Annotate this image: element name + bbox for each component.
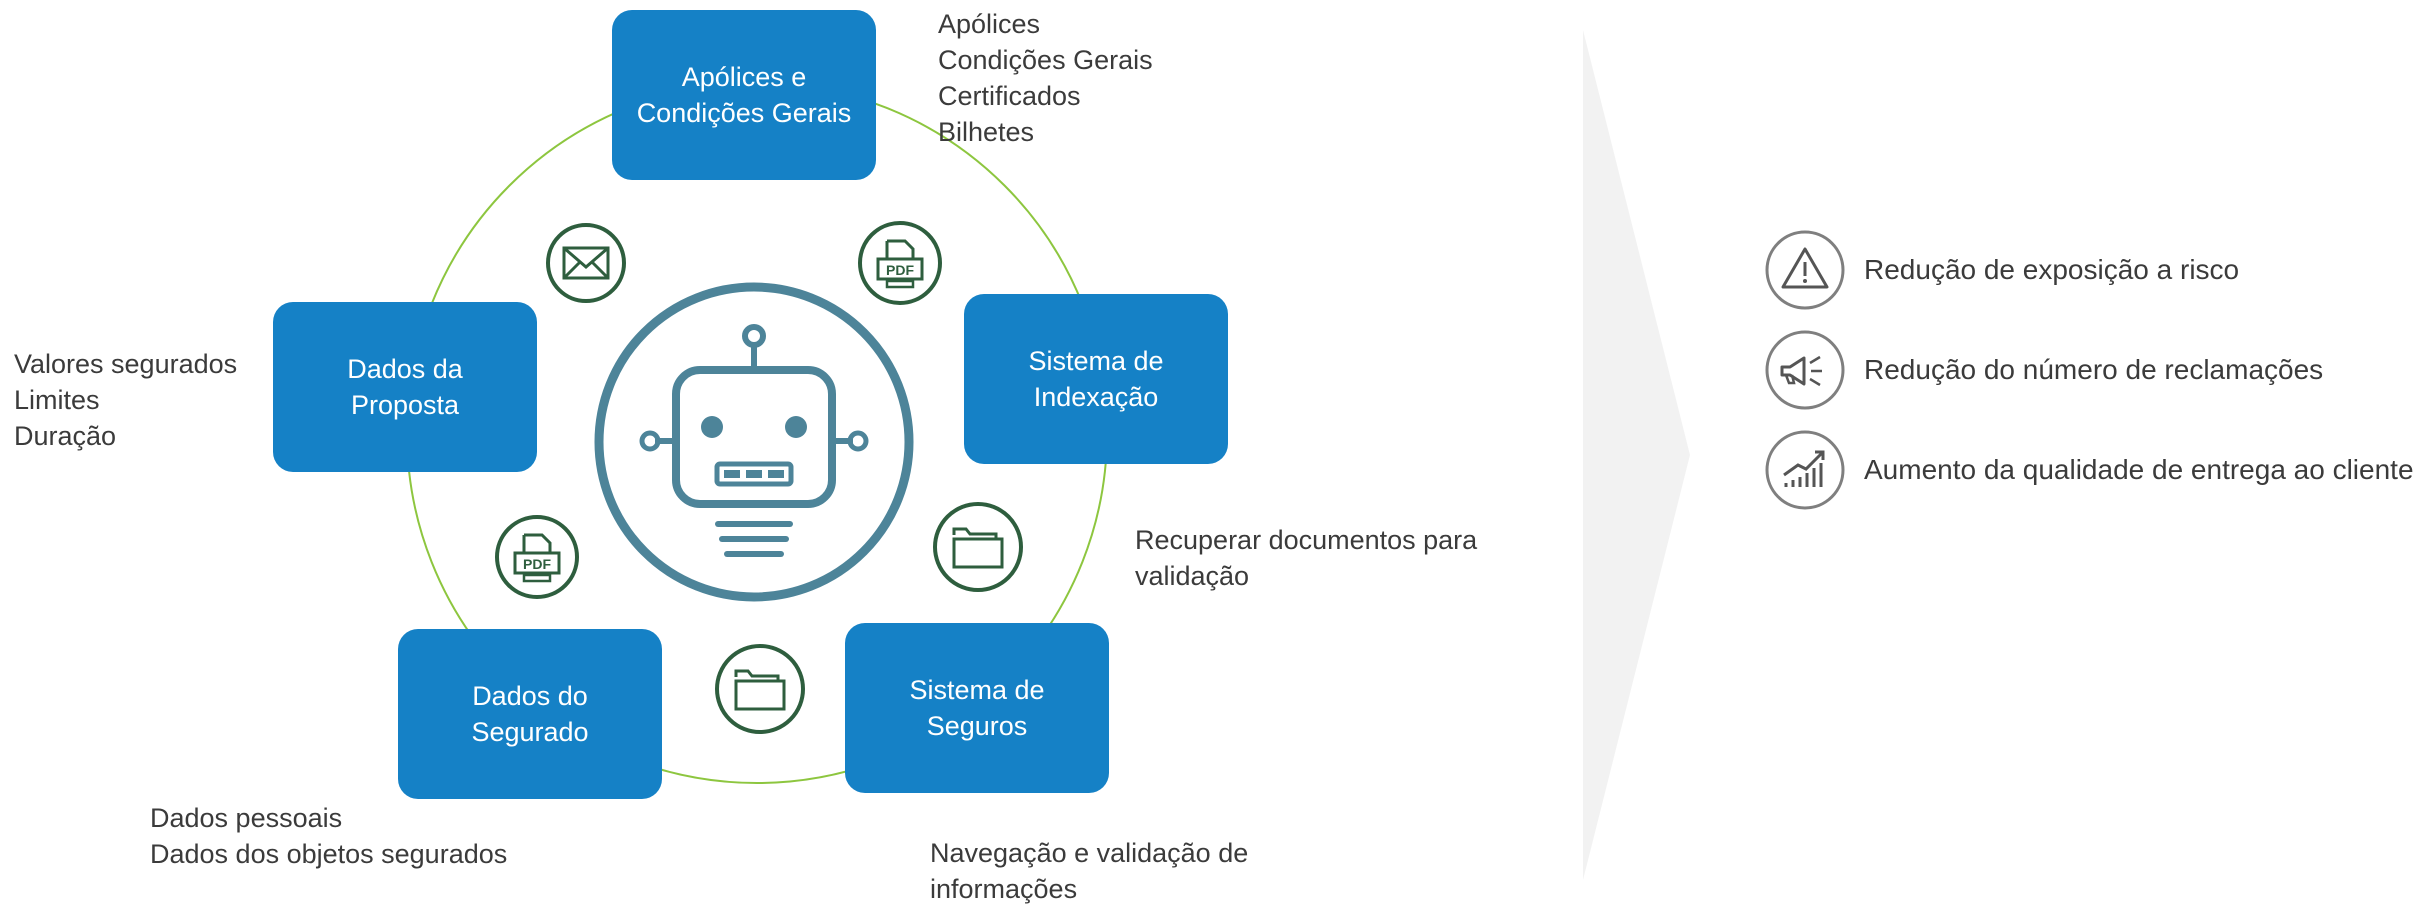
growth-chart-icon [1765, 430, 1845, 510]
annotation-line: validação [1135, 561, 1250, 591]
annotation-apolices: Apólices Condições Gerais Certificados B… [938, 6, 1153, 150]
annotation-proposta: Valores segurados Limites Duração [14, 346, 237, 454]
folder-icon [715, 644, 805, 734]
svg-text:PDF: PDF [523, 556, 551, 572]
annotation-line: Duração [14, 421, 117, 451]
mail-icon [546, 223, 626, 303]
node-indexacao: Sistema de Indexação [964, 294, 1228, 464]
node-segurado: Dados do Segurado [398, 629, 662, 799]
svg-text:PDF: PDF [886, 262, 914, 278]
annotation-segurado: Dados pessoais Dados dos objetos segurad… [150, 800, 507, 872]
annotation-line: Condições Gerais [938, 45, 1153, 75]
node-indexacao-label: Sistema de Indexação [1028, 346, 1164, 412]
arrow-chevron [1583, 30, 1690, 880]
benefit-item: Redução de exposição a risco [1764, 229, 2404, 313]
benefit-text: Redução do número de reclamações [1864, 354, 2324, 385]
annotation-line: Bilhetes [938, 117, 1035, 147]
benefit-item: Redução do número de reclamações [1764, 329, 2404, 413]
node-segurado-label: Dados do Segurado [471, 681, 589, 747]
node-apolices-label: Apólices e Condições Gerais [636, 62, 852, 128]
benefit-item: Aumento da qualidade de entrega ao clien… [1764, 429, 2414, 513]
annotation-line: Navegação e validação de [930, 838, 1249, 868]
pdf-icon: PDF [858, 221, 942, 305]
annotation-line: Apólices [938, 9, 1041, 39]
annotation-indexacao: Recuperar documentos para validação [1135, 522, 1477, 594]
annotation-line: Dados dos objetos segurados [150, 839, 508, 869]
node-seguros-label: Sistema de Seguros [909, 675, 1045, 741]
annotation-line: Recuperar documentos para [1135, 525, 1478, 555]
megaphone-icon [1765, 330, 1845, 410]
benefit-text: Aumento da qualidade de entrega ao clien… [1864, 454, 2414, 485]
annotation-line: Valores segurados [14, 349, 238, 379]
robot-icon [594, 282, 914, 602]
benefit-text: Redução de exposição a risco [1864, 254, 2240, 285]
annotation-seguros: Navegação e validação de informações [930, 835, 1248, 907]
node-proposta: Dados da Proposta [273, 302, 537, 472]
warning-icon [1765, 230, 1845, 310]
folder-icon [933, 502, 1023, 592]
annotation-line: Limites [14, 385, 100, 415]
annotation-line: informações [930, 874, 1078, 904]
annotation-line: Dados pessoais [150, 803, 343, 833]
annotation-line: Certificados [938, 81, 1081, 111]
pdf-icon: PDF [495, 515, 579, 599]
node-apolices: Apólices e Condições Gerais [612, 10, 876, 180]
node-seguros: Sistema de Seguros [845, 623, 1109, 793]
node-proposta-label: Dados da Proposta [347, 354, 463, 420]
